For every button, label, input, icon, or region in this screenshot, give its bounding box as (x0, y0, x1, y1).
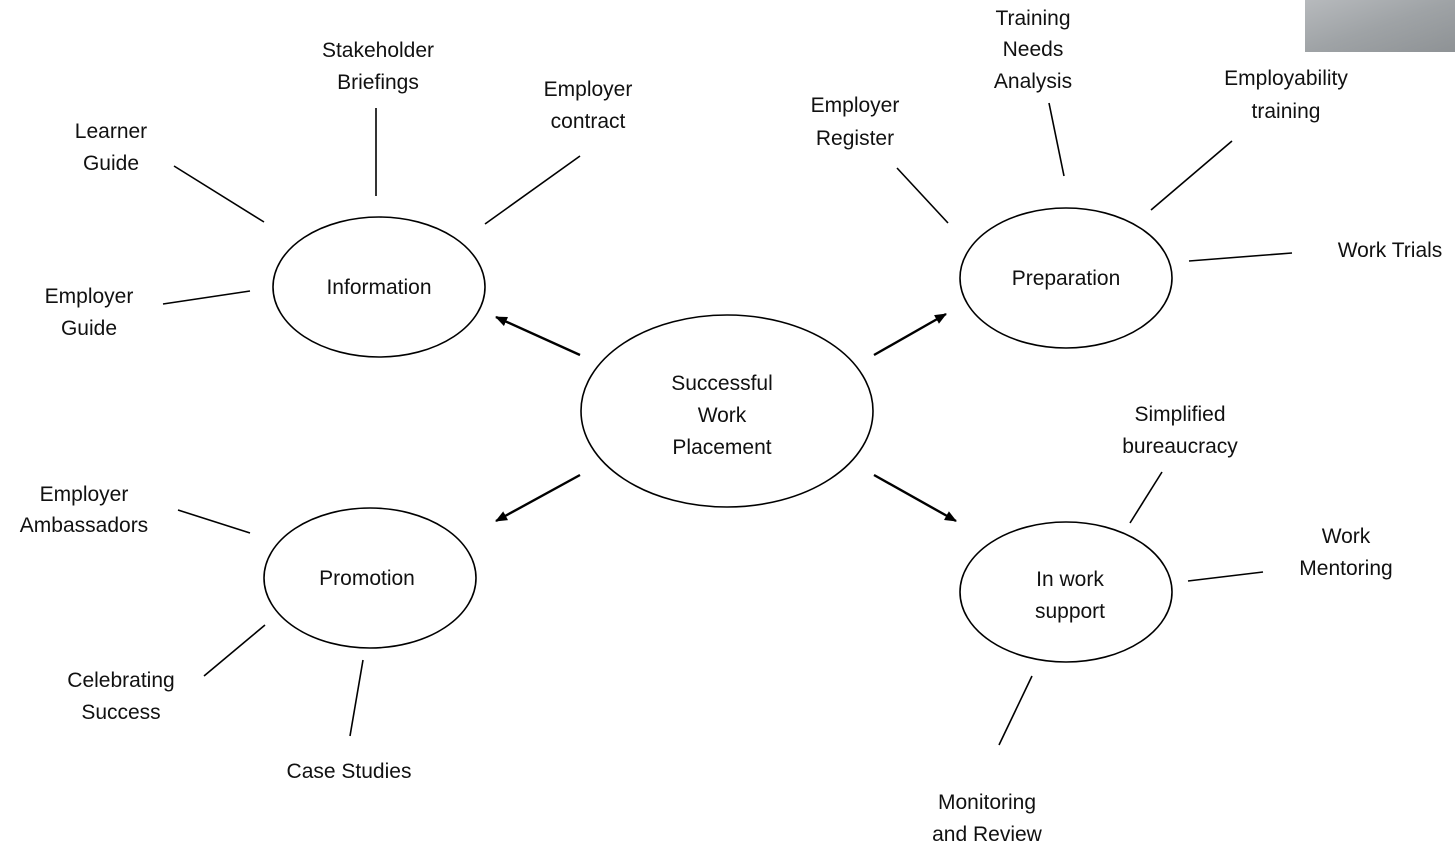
employer-register-line-1: Employer (811, 94, 900, 117)
center-node: Successful Work Placement (580, 314, 874, 508)
employer-guide-line-1: Employer (45, 285, 134, 308)
employability-training-line-2: training (1252, 100, 1321, 123)
stakeholder-briefings-line-1: Stakeholder (322, 39, 434, 62)
connector-monitoring-and-review (998, 675, 1033, 746)
employer-ambassadors-line-2: Ambassadors (20, 514, 148, 537)
connector-celebrating-success (203, 624, 266, 677)
connector-employer-contract (484, 155, 581, 225)
connector-learner-guide (173, 165, 265, 223)
leaf-training-needs-analysis: Training Needs Analysis (994, 7, 1072, 93)
work-mentoring-line-2: Mentoring (1299, 557, 1392, 580)
center-label-line-1: Successful (671, 372, 773, 395)
connector-simplified-bureaucracy (1129, 471, 1163, 524)
preparation-ellipse (959, 207, 1173, 349)
learner-guide-line-2: Guide (83, 152, 139, 175)
in-work-support-line-2: support (1035, 600, 1105, 623)
connector-case-studies (349, 659, 364, 737)
learner-guide-line-1: Learner (75, 120, 147, 143)
stakeholder-briefings-line-2: Briefings (337, 71, 419, 94)
in-work-support-line-1: In work (1036, 568, 1104, 591)
connector-employability-training (1150, 140, 1233, 211)
employer-guide-line-2: Guide (61, 317, 117, 340)
arrow-to-promotion (495, 473, 581, 523)
simplified-bureaucracy-line-2: bureaucracy (1122, 435, 1238, 458)
celebrating-success-line-1: Celebrating (67, 669, 174, 692)
arrow-to-information (495, 315, 581, 357)
employability-training-line-1: Employability (1224, 67, 1348, 90)
training-needs-analysis-line-2: Needs (1003, 38, 1064, 61)
employer-register-line-2: Register (816, 127, 894, 150)
in-work-support-hub: In work support (959, 521, 1173, 663)
leaf-celebrating-success: Celebrating Success (67, 669, 174, 724)
leaf-employer-contract: Employer contract (544, 78, 633, 133)
connector-employer-ambassadors (177, 509, 251, 534)
leaf-employability-training: Employability training (1224, 67, 1348, 123)
preparation-hub: Preparation (959, 207, 1173, 349)
center-label-line-3: Placement (672, 436, 771, 459)
work-trials-line-1: Work Trials (1338, 239, 1443, 262)
employer-contract-line-2: contract (551, 110, 626, 133)
leaf-monitoring-and-review: Monitoring and Review (932, 791, 1043, 846)
arrow-to-in-work-support (873, 473, 957, 523)
promotion-label: Promotion (319, 567, 415, 590)
leaf-work-trials: Work Trials (1338, 239, 1443, 262)
connector-work-mentoring (1187, 571, 1264, 582)
leaf-employer-guide: Employer Guide (45, 285, 134, 340)
information-ellipse (272, 216, 486, 358)
in-work-support-ellipse (959, 521, 1173, 663)
leaf-case-studies: Case Studies (287, 760, 412, 783)
monitoring-and-review-line-2: and Review (932, 823, 1043, 846)
work-mentoring-line-1: Work (1322, 525, 1371, 548)
information-label: Information (326, 276, 431, 299)
simplified-bureaucracy-line-1: Simplified (1134, 403, 1225, 426)
leaf-employer-ambassadors: Employer Ambassadors (20, 483, 148, 537)
corner-photo-fragment (1305, 0, 1455, 52)
leaf-employer-register: Employer Register (811, 94, 900, 150)
monitoring-and-review-line-1: Monitoring (938, 791, 1036, 814)
information-hub: Information (272, 216, 486, 358)
celebrating-success-line-2: Success (81, 701, 160, 724)
promotion-ellipse (263, 507, 477, 649)
case-studies-line-1: Case Studies (287, 760, 412, 783)
connector-work-trials (1188, 252, 1293, 262)
leaf-work-mentoring: Work Mentoring (1299, 525, 1392, 580)
promotion-hub: Promotion (263, 507, 477, 649)
connector-employer-register (896, 167, 949, 224)
center-label-line-2: Work (698, 404, 747, 427)
leaf-simplified-bureaucracy: Simplified bureaucracy (1122, 403, 1238, 458)
arrow-to-preparation (873, 312, 947, 357)
leaf-stakeholder-briefings: Stakeholder Briefings (322, 39, 434, 94)
employer-contract-line-1: Employer (544, 78, 633, 101)
center-ellipse (580, 314, 874, 508)
training-needs-analysis-line-1: Training (995, 7, 1070, 30)
preparation-label: Preparation (1012, 267, 1121, 290)
training-needs-analysis-line-3: Analysis (994, 70, 1072, 93)
leaf-learner-guide: Learner Guide (75, 120, 147, 175)
employer-ambassadors-line-1: Employer (40, 483, 129, 506)
connector-training-needs-analysis (1048, 102, 1065, 177)
connector-employer-guide (162, 290, 251, 305)
